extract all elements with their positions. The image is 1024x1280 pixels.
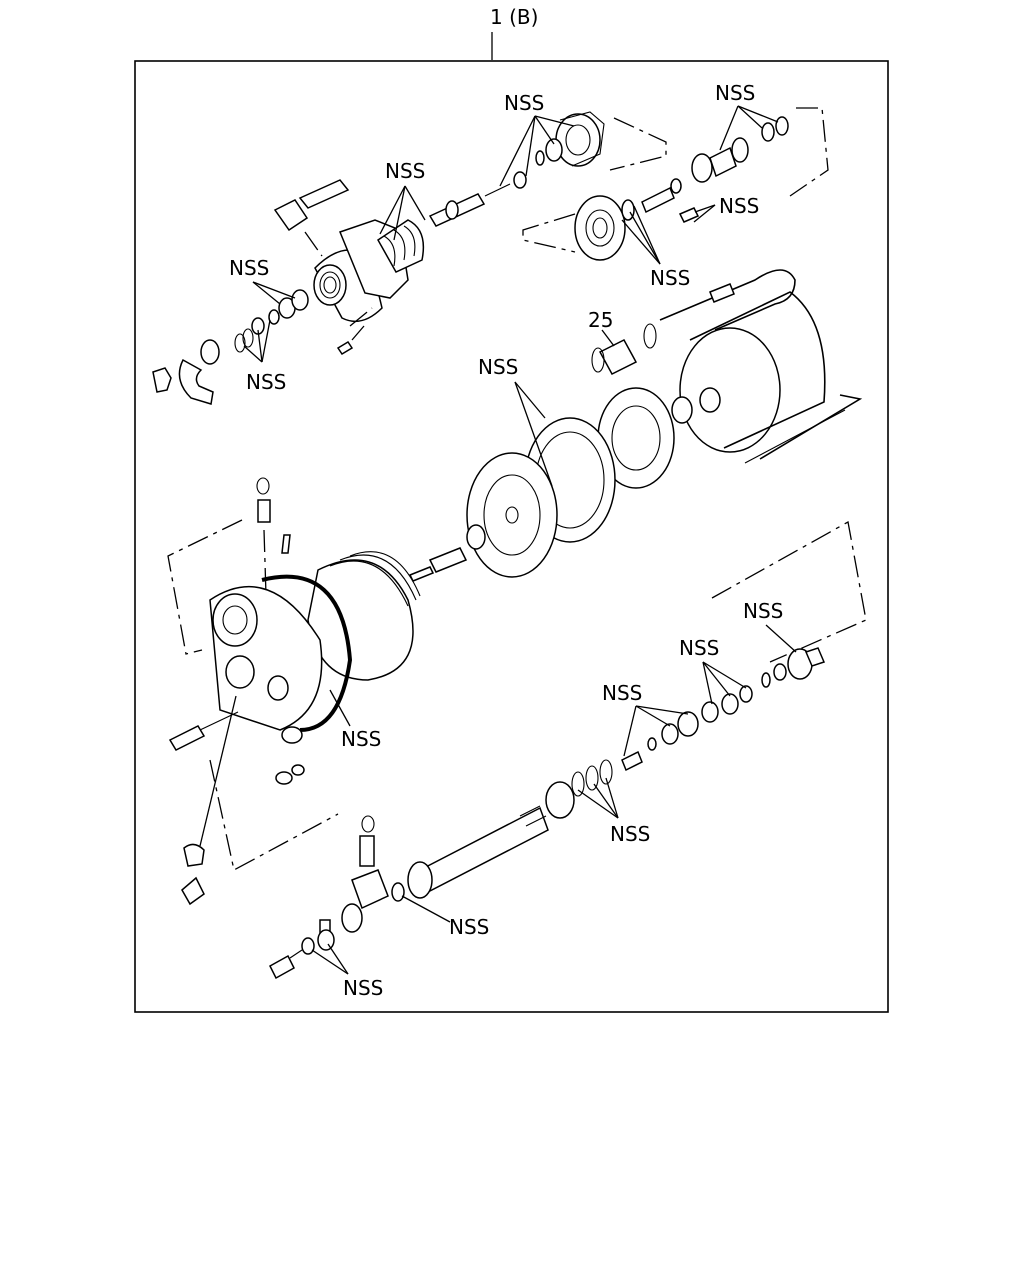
upper-left-assembly [152,171,527,405]
nss-callout-left-lower: NSS [246,370,286,394]
nss-callout-o-ring: NSS [341,727,381,751]
nss-callout-top-center: NSS [504,91,544,115]
nss-callout-top-right: NSS [715,81,755,105]
assembly-reference-label: 1 (B) [490,5,538,29]
nss-callout-boot: NSS [385,159,425,183]
nss-callout-valve-end: NSS [743,599,783,623]
nss-callout-valve-lower: NSS [610,822,650,846]
nss-callout-right-bolt: NSS [719,194,759,218]
nss-callout-valve-upper: NSS [679,636,719,660]
upper-right-assembly [522,107,829,261]
nss-callout-flange: NSS [650,266,690,290]
nss-callout-diaphragm: NSS [478,355,518,379]
callout-labels: NSS NSS NSS NSS NSS NSS NSS 25 NSS NSS N… [229,81,783,1000]
main-housing-assembly [167,477,421,906]
nss-callout-left-upper: NSS [229,256,269,280]
drum-assembly [408,269,863,582]
nss-callout-shaft: NSS [449,915,489,939]
diagram-frame [134,60,889,1013]
nss-callout-banjo: NSS [343,976,383,1000]
part-number-callout: 25 [588,308,613,332]
valve-stack-assembly [269,520,867,980]
nss-callout-valve-middle: NSS [602,681,642,705]
callout-leaders [243,105,797,975]
